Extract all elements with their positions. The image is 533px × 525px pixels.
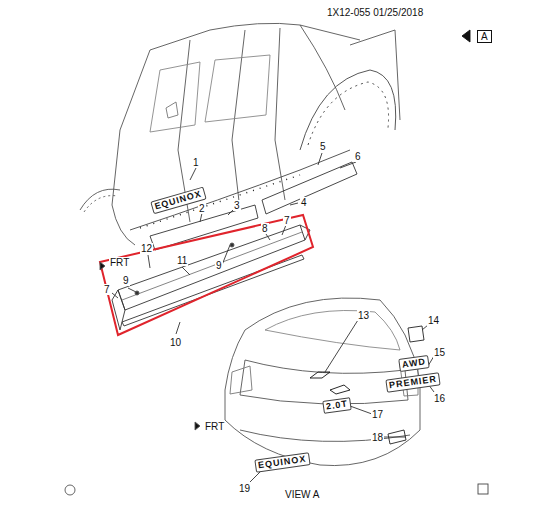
callout-number: 16 (433, 393, 446, 404)
callout-number: 10 (169, 337, 182, 348)
callout-number: 2 (198, 203, 206, 214)
callout-number: 3 (233, 200, 241, 211)
callout-number: 5 (319, 141, 327, 152)
callout-number: 7 (103, 284, 111, 295)
drawing-id: 1X12-055 01/25/2018 (326, 7, 424, 18)
callout-number: 19 (238, 483, 251, 494)
front-indicator: FRT (204, 421, 225, 432)
view-label: VIEW A (284, 489, 320, 500)
callout-number: 9 (215, 260, 223, 271)
callout-number: 11 (176, 255, 188, 266)
emblem-text: AWD (398, 355, 430, 372)
callout-number: 1 (192, 157, 200, 168)
callout-number: 13 (357, 310, 370, 321)
callout-number: 15 (433, 347, 446, 358)
callout-number: 6 (354, 151, 362, 162)
callout-number: 4 (300, 197, 308, 208)
emblem-text: 2.0T (322, 397, 352, 414)
callout-number: 8 (261, 223, 269, 234)
callout-number: 12 (140, 243, 153, 254)
callout-number: 9 (122, 275, 130, 286)
front-indicator: FRT (109, 257, 130, 268)
callout-number: 14 (427, 315, 440, 326)
emblem-text: EQUINOX (254, 452, 310, 472)
view-marker: A (477, 30, 492, 43)
callout-number: 18 (371, 432, 384, 443)
callout-number: 17 (371, 409, 384, 420)
callout-number: 7 (283, 215, 291, 226)
